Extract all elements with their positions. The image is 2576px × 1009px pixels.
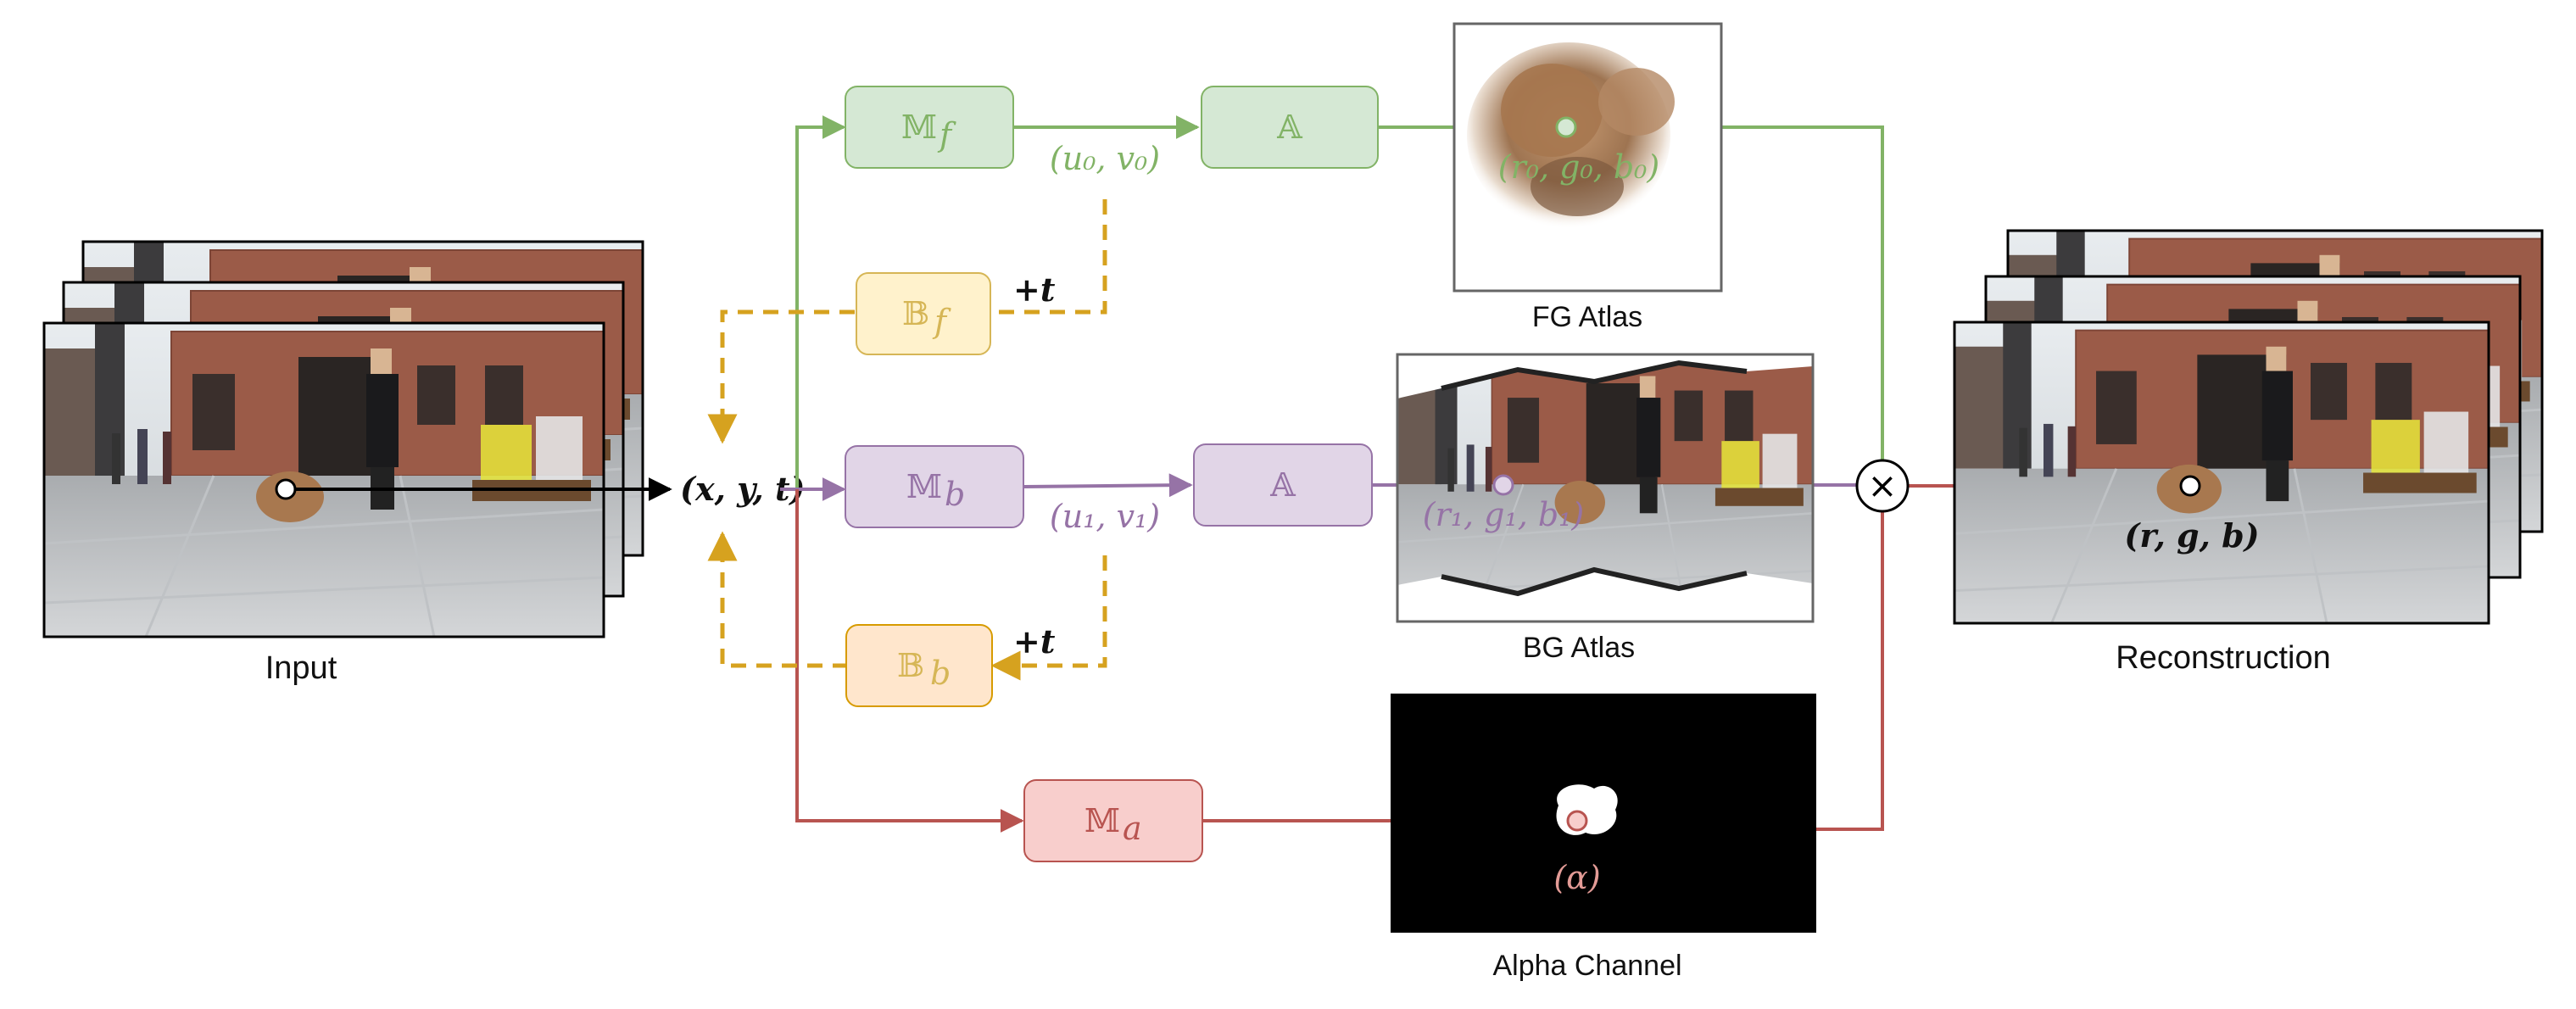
svg-text:b: b — [930, 655, 951, 692]
ma-box: 𝕄 a — [1023, 779, 1203, 862]
output-rgb-label: (r, g, b) — [2124, 516, 2259, 555]
reconstruction-pixel-point — [2179, 475, 2201, 497]
svg-text:𝔸: 𝔸 — [1276, 109, 1302, 146]
fg-uv-label: (u₀, v₀) — [1050, 140, 1160, 177]
bf-box: 𝔹 f — [856, 272, 991, 355]
input-frame-stack — [42, 240, 644, 638]
svg-text:×: × — [1867, 465, 1897, 506]
fg-atlas-point — [1555, 116, 1577, 138]
bg-uv-label: (u₁, v₁) — [1050, 498, 1160, 535]
svg-text:𝕄: 𝕄 — [906, 468, 942, 505]
fg-atlas-image — [1452, 22, 1723, 293]
bg-atlas-sampler-box: 𝔸 — [1193, 443, 1373, 527]
svg-text:𝔹: 𝔹 — [897, 647, 924, 684]
mb-box: 𝕄 b — [845, 445, 1024, 528]
svg-text:b: b — [945, 476, 965, 513]
alpha-channel-caption: Alpha Channel — [1492, 950, 1681, 982]
alpha-label: (α) — [1553, 859, 1600, 896]
mf-box: 𝕄 f — [845, 86, 1014, 169]
alpha-channel-image — [1391, 694, 1816, 933]
red-branch-line — [795, 489, 1024, 833]
fg-atlas-sampler-box: 𝔸 — [1201, 86, 1379, 169]
bb-to-xyt-dashed-line — [707, 531, 848, 668]
svg-text:𝔹: 𝔹 — [902, 295, 929, 332]
bg-atlas-caption: BG Atlas — [1523, 632, 1635, 664]
svg-text:𝕄: 𝕄 — [1084, 802, 1120, 839]
bg-rgb-label: (r₁, g₁, b₁) — [1423, 496, 1584, 533]
reconstruction-frame-front — [1953, 321, 2490, 625]
bg-offset-dashed-line — [990, 555, 1107, 681]
fg-offset-dashed-line — [990, 199, 1107, 315]
svg-text:𝔸: 𝔸 — [1269, 466, 1296, 504]
bb-box: 𝔹 b — [845, 624, 993, 707]
fg-rgb-label: (r₀, g₀, b₀) — [1498, 148, 1659, 186]
fg-atlas-caption: FG Atlas — [1532, 301, 1642, 333]
input-frame-front — [42, 321, 605, 638]
reconstruction-frame-stack — [1953, 229, 2544, 625]
input-pixel-point — [275, 478, 297, 500]
alpha-line — [1202, 507, 1884, 831]
svg-text:𝕄: 𝕄 — [901, 109, 937, 146]
multiply-node: × — [1855, 459, 1910, 513]
mb-to-atlas-line — [1023, 473, 1193, 498]
input-caption: Input — [265, 650, 337, 686]
bg-atlas-image — [1396, 353, 1815, 623]
fg-plus-t-label: +t — [1013, 270, 1056, 309]
alpha-point — [1566, 810, 1588, 832]
bg-atlas-point — [1492, 474, 1514, 496]
green-branch-line — [780, 115, 846, 491]
bg-plus-t-label: +t — [1013, 622, 1056, 661]
reconstruction-caption: Reconstruction — [2116, 640, 2330, 676]
bf-to-xyt-dashed-line — [707, 309, 855, 444]
svg-text:a: a — [1123, 810, 1142, 847]
